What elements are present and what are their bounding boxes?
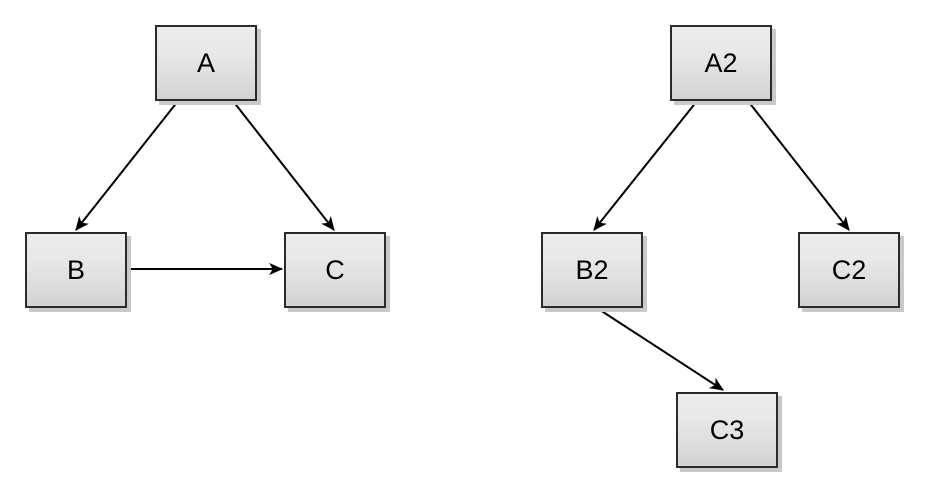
node-c-label: C: [325, 254, 345, 285]
edge-b2-c3[interactable]: [596, 307, 724, 391]
node-c3-label: C3: [709, 414, 745, 445]
node-a-label: A: [196, 47, 215, 78]
edge-a2-c2[interactable]: [747, 100, 850, 231]
edge-a-c[interactable]: [232, 100, 335, 231]
node-a2[interactable]: A2: [670, 25, 772, 101]
edge-a2-b2[interactable]: [593, 100, 698, 231]
node-c3[interactable]: C3: [676, 392, 778, 468]
node-b-label: B: [66, 254, 85, 285]
node-c2-label: C2: [831, 254, 867, 285]
node-a2-label: A2: [704, 47, 738, 78]
node-b[interactable]: B: [25, 232, 127, 308]
node-a[interactable]: A: [155, 25, 257, 101]
node-c[interactable]: C: [284, 232, 386, 308]
node-b2[interactable]: B2: [541, 232, 643, 308]
edge-a-b[interactable]: [75, 100, 179, 231]
node-c2[interactable]: C2: [798, 232, 900, 308]
node-b2-label: B2: [575, 254, 609, 285]
